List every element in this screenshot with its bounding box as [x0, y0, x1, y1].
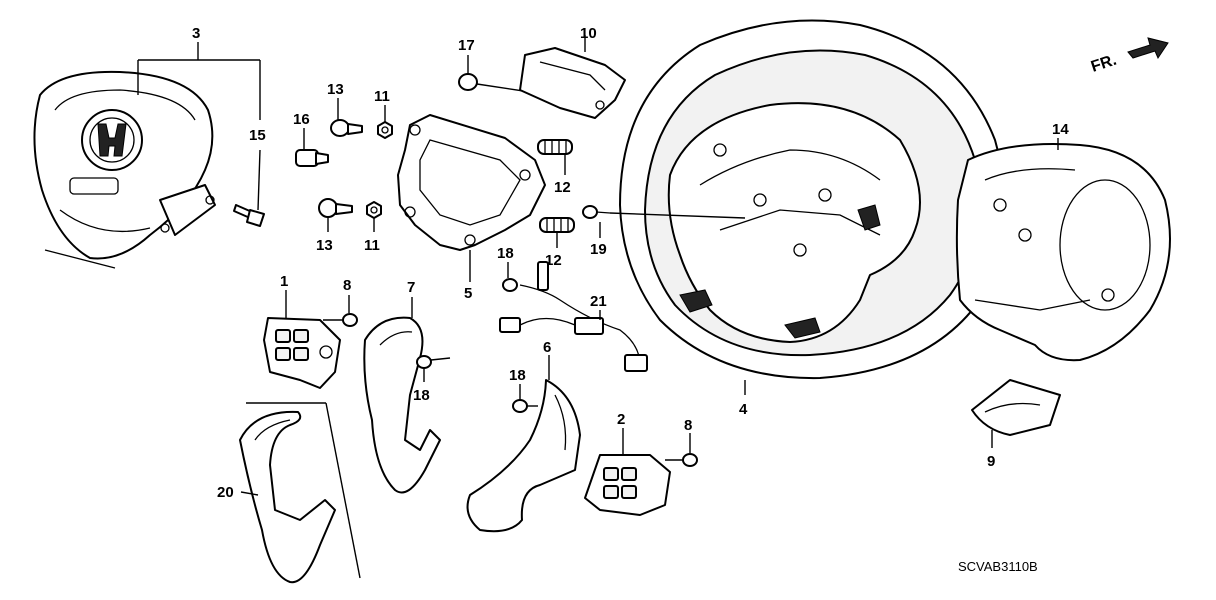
spring-12-lower: 12 [539, 217, 575, 269]
stud-13-lower: 13 [316, 198, 353, 254]
callout-17: 17 [458, 37, 475, 54]
fr-label: FR. [1089, 52, 1119, 76]
lower-cover-9: 9 [971, 379, 1061, 470]
spring-12-upper: 12 [537, 139, 573, 196]
callout-21: 21 [590, 293, 607, 310]
nut-11-lower: 11 [364, 201, 382, 254]
wire-harness-21: 21 [499, 261, 648, 372]
callout-14: 14 [1052, 121, 1069, 138]
screw-18-upper: 18 [497, 245, 518, 292]
callout-1: 1 [280, 273, 288, 290]
nut-11-upper: 11 [374, 88, 393, 139]
callout-18b: 18 [413, 387, 430, 404]
callout-10: 10 [580, 25, 597, 42]
callout-20: 20 [217, 484, 234, 501]
hub-bracket-5: 5 [397, 114, 546, 302]
airbag-module [33, 70, 216, 269]
screw-8-left: 8 [323, 277, 358, 327]
stud-13-upper: 13 [327, 81, 363, 137]
arrow-right-icon [1127, 37, 1169, 60]
callout-8a: 8 [343, 277, 351, 294]
callout-15: 15 [249, 127, 266, 144]
screw-8-right: 8 [665, 417, 698, 467]
part-3-callout: 3 [137, 25, 261, 120]
diagram-code: SCVAB3110B [958, 559, 1038, 574]
screw-19: 19 [582, 205, 746, 258]
cover-20: 20 [217, 402, 361, 584]
callout-19: 19 [590, 241, 607, 258]
callout-9: 9 [987, 453, 995, 470]
front-direction-indicator: FR. [1089, 37, 1169, 76]
rear-cover-14: 14 [955, 121, 1171, 362]
callout-11b: 11 [364, 237, 380, 254]
screw-18-lower: 18 [509, 367, 538, 413]
callout-11a: 11 [374, 88, 390, 105]
bolt-16: 16 [293, 111, 329, 167]
screw-18-mid: 18 [413, 355, 451, 404]
callout-7: 7 [407, 279, 415, 296]
bolt-15: 15 [233, 127, 266, 227]
switch-1: 1 [263, 273, 341, 389]
callout-13a: 13 [327, 81, 344, 98]
cover-6: 6 [466, 339, 581, 533]
callout-12b: 12 [545, 252, 562, 269]
callout-8b: 8 [684, 417, 692, 434]
callout-6: 6 [543, 339, 551, 356]
callout-16: 16 [293, 111, 310, 128]
callout-5: 5 [464, 285, 472, 302]
callout-18a: 18 [497, 245, 514, 262]
callout-2: 2 [617, 411, 625, 428]
callout-13b: 13 [316, 237, 333, 254]
callout-4: 4 [739, 401, 748, 418]
cover-7: 7 [363, 279, 441, 494]
switch-2: 2 [584, 411, 671, 516]
bolt-17: 17 [458, 37, 531, 93]
bracket-10: 10 [519, 25, 626, 119]
callout-3: 3 [192, 25, 200, 42]
callout-12a: 12 [554, 179, 571, 196]
steering-wheel-4: 4 [619, 19, 1006, 418]
callout-18c: 18 [509, 367, 526, 384]
